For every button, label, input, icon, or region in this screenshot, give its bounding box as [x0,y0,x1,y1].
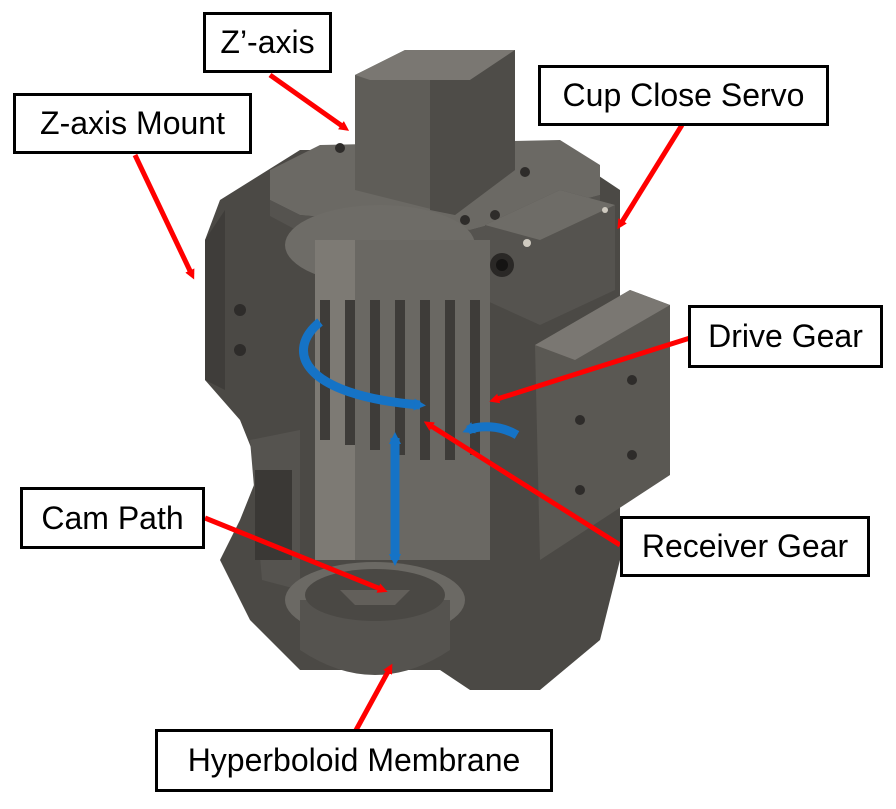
rotation-arrow-icon [299,318,426,411]
membrane-base [285,562,465,675]
cup-close-servo [485,190,615,325]
cup-close-servo-leader [617,123,685,230]
leader-arrows [132,72,691,734]
receiver-column [285,205,490,560]
cup-close-servo-label: Cup Close Servo [538,65,829,126]
z-prime-axis-leader [268,72,350,131]
motion-indicators [299,318,520,566]
drive-gear-label: Drive Gear [688,305,883,368]
z-prime-axis-label: Z’-axis [203,12,332,73]
cam-path-leader [204,515,388,593]
z-axis-mount-label: Z-axis Mount [13,93,252,154]
hyperboloid-membrane-leader [352,663,393,734]
cam-path-label: Cam Path [20,487,205,549]
z-axis-mount-leader [132,153,195,280]
z-prime-motor [355,50,515,215]
receiver-gear-leader [423,421,622,548]
receiver-gear-label: Receiver Gear [620,516,870,577]
drive-gear-leader [489,335,691,404]
drive-rotation-arrow-icon [462,422,520,439]
hyperboloid-membrane-label: Hyperboloid Membrane [155,729,553,792]
